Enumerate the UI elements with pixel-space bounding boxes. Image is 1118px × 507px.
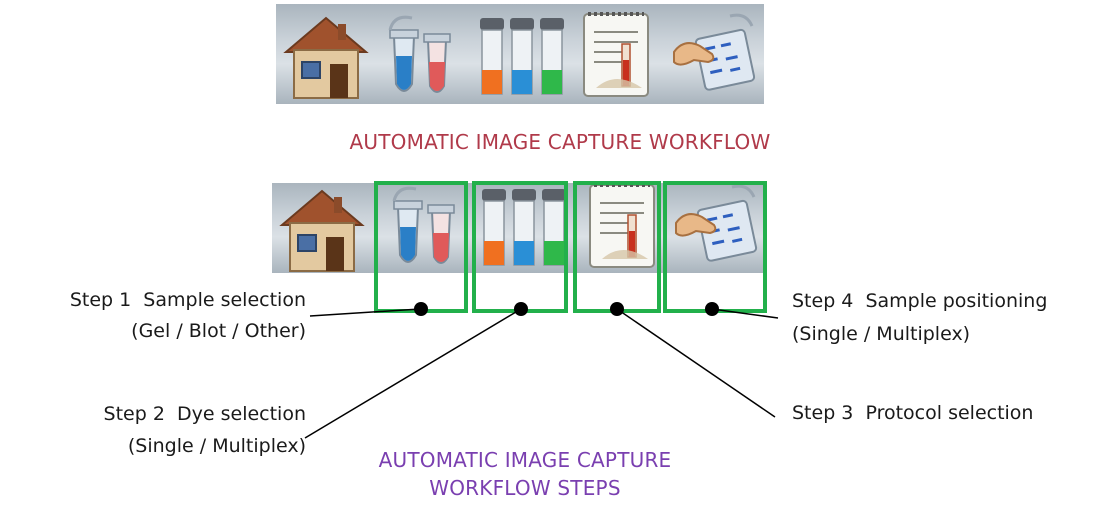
- dye-tubes-icon[interactable]: [474, 183, 574, 273]
- step2-dot: [514, 302, 528, 316]
- step1-connector: [309, 308, 421, 317]
- protocol-notepad-icon[interactable]: [566, 4, 666, 104]
- step4-connector: [711, 308, 779, 319]
- sample-tubes-icon[interactable]: [372, 4, 472, 104]
- home-icon[interactable]: [276, 4, 376, 104]
- workflow-steps-title-line1: AUTOMATIC IMAGE CAPTURE: [378, 448, 672, 472]
- workflow-title: AUTOMATIC IMAGE CAPTURE WORKFLOW: [349, 130, 771, 154]
- gel-positioning-icon[interactable]: [666, 183, 766, 273]
- sample-tubes-icon[interactable]: [376, 183, 476, 273]
- workflow-steps-title-line2: WORKFLOW STEPS: [429, 476, 621, 500]
- step2-name: Step 2 Dye selection: [103, 403, 306, 425]
- step1-dot: [414, 302, 428, 316]
- step2-detail: (Single / Multiplex): [127, 435, 306, 457]
- step3-name: Step 3 Protocol selection: [792, 402, 1034, 424]
- step4-detail: (Single / Multiplex): [792, 323, 971, 345]
- step4-name: Step 4 Sample positioning: [792, 290, 1048, 312]
- step2-connector: [304, 308, 522, 439]
- workflow-steps-title: AUTOMATIC IMAGE CAPTURE WORKFLOW STEPS: [330, 446, 720, 502]
- workflow-toolbar-bottom: [272, 183, 766, 273]
- step4-dot: [705, 302, 719, 316]
- step1-name: Step 1 Sample selection: [69, 289, 306, 311]
- protocol-notepad-icon[interactable]: [572, 183, 672, 273]
- dye-tubes-icon[interactable]: [472, 4, 572, 104]
- home-icon[interactable]: [272, 183, 372, 273]
- step1-detail: (Gel / Blot / Other): [131, 320, 306, 342]
- step3-connector: [616, 308, 776, 418]
- gel-positioning-icon[interactable]: [664, 4, 764, 104]
- step3-dot: [610, 302, 624, 316]
- workflow-toolbar-top: [276, 4, 764, 104]
